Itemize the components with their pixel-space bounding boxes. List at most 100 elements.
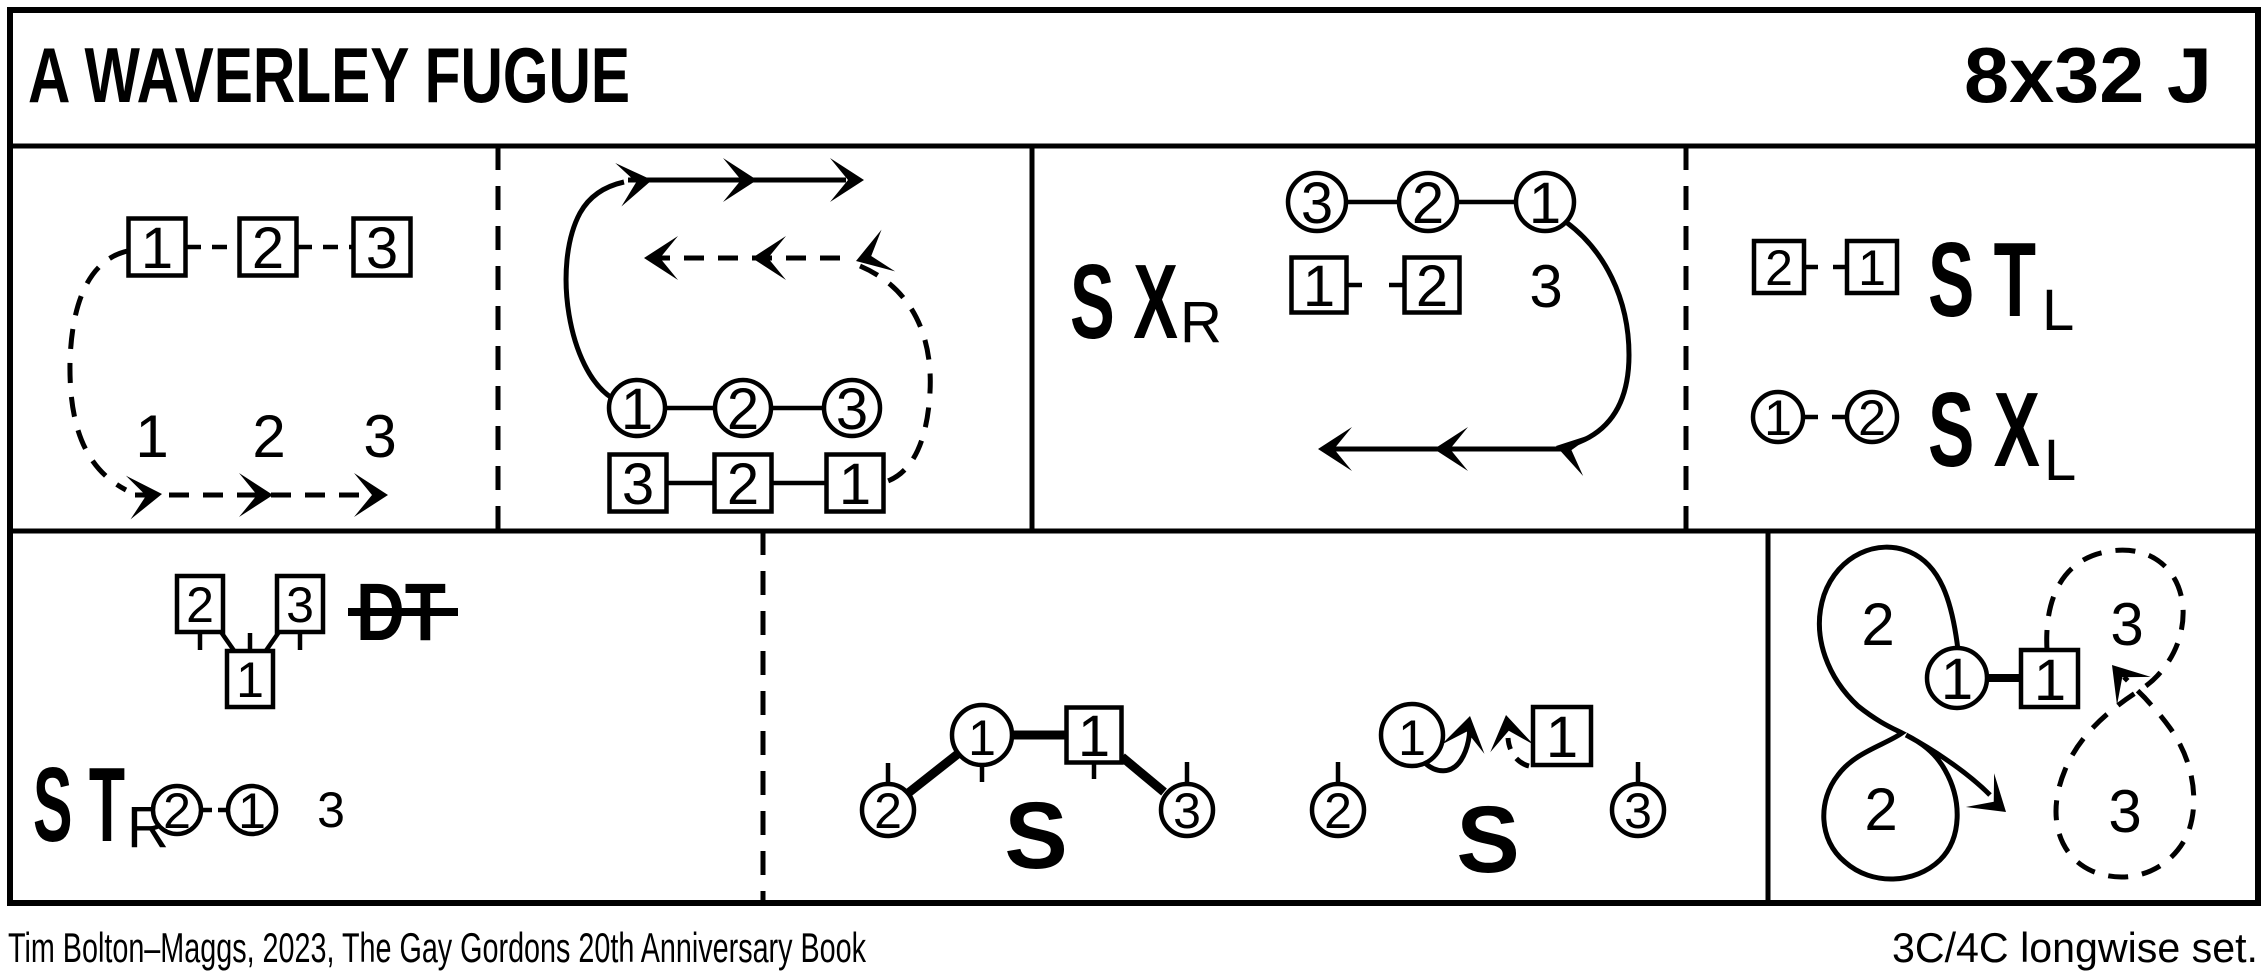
dancer-circle-2 [150, 783, 204, 837]
loop-number: 3 [2108, 778, 2141, 845]
panel-4-turn-cross-left: 2 1 S T L 1 2 S X L [1750, 221, 2076, 493]
square-label: 1 [1303, 254, 1335, 319]
border-frame [7, 7, 2261, 906]
dancer-square-1 [126, 216, 188, 278]
circle-label: 3 [1173, 783, 1201, 839]
dancer-circle-1 [1378, 701, 1446, 769]
circle-label: 2 [1324, 783, 1352, 839]
dancer-square-1 [1530, 704, 1594, 768]
loop-number: 2 [1861, 591, 1894, 658]
dancer-square-2 [1402, 255, 1462, 315]
dancer-square-1 [1844, 238, 1900, 296]
circle-label: 3 [836, 377, 868, 442]
square-label: 1 [839, 452, 871, 517]
square-label: 3 [366, 216, 398, 281]
lead-down-dashed-path [859, 263, 933, 485]
figure-code: S T [1928, 221, 2036, 339]
square-label: 2 [1765, 240, 1793, 296]
circle-label: 2 [727, 377, 759, 442]
panel-6-setting: 2 1 3 1 S 2 1 3 1 S [859, 701, 1667, 893]
dancer-square-3 [274, 573, 326, 635]
join-diagonal [219, 630, 237, 654]
dancer-circle-3 [1158, 781, 1216, 839]
circle-label: 2 [1412, 171, 1444, 236]
dancer-circle-2 [712, 377, 774, 439]
square-label: 1 [2034, 648, 2066, 713]
figure-eight-solid-path [1816, 544, 1992, 882]
figure-code-subscript: R [1180, 290, 1222, 355]
figure-eight-dashed-path [2044, 547, 2197, 880]
circle-label: 1 [968, 710, 996, 766]
circle-label: 3 [1301, 171, 1333, 236]
dancer-square-2 [174, 573, 226, 635]
circle-label: 1 [1941, 647, 1973, 712]
square-label: 2 [252, 216, 284, 281]
dancer-circle-2 [1309, 781, 1367, 839]
arrow-right-icon [354, 473, 388, 517]
figure-code: S X [1928, 371, 2040, 489]
cast-solid-path [1564, 219, 1632, 447]
hold-line [1119, 753, 1167, 796]
dancer-square-3 [607, 452, 669, 514]
panel-1-cast-off: 1 2 3 1 2 3 [67, 216, 413, 520]
circle-label: 1 [621, 377, 653, 442]
square-label: 2 [727, 452, 759, 517]
dancer-square-2 [1751, 238, 1807, 296]
position-number: 3 [363, 403, 396, 470]
figure-code-subscript: L [2042, 278, 2074, 343]
loop-number: 2 [1864, 776, 1897, 843]
figure-code: S X [1070, 243, 1178, 361]
circle-label: 1 [1529, 171, 1561, 236]
cast-off-dashed-path [67, 248, 129, 493]
dance-signature: 8x32 J [1964, 31, 2212, 119]
circle-label: 2 [1858, 390, 1886, 446]
panel-2-lead-up-down: 1 2 3 3 2 1 [563, 158, 933, 517]
panel-3-set-cross-right: S X R 3 2 1 1 2 3 [1070, 170, 1632, 477]
square-label: 2 [1416, 254, 1448, 319]
dancer-square-1 [824, 452, 886, 514]
dancer-circle-1 [225, 783, 279, 837]
dancer-square-1 [224, 648, 276, 710]
page-title: A WAVERLEY FUGUE [28, 31, 630, 119]
dancer-circle-2 [1844, 389, 1900, 445]
figure-code: S [1004, 783, 1067, 889]
square-label: 1 [141, 216, 173, 281]
set-figure-right: 2 1 3 1 S [1309, 701, 1667, 893]
footer: Tim Bolton–Maggs, 2023, The Gay Gordons … [8, 924, 2258, 971]
join-diagonal [263, 630, 281, 654]
position-number: 3 [317, 782, 345, 838]
square-label: 1 [1858, 240, 1886, 296]
square-label: 3 [286, 577, 314, 633]
dancer-circle-3 [1285, 170, 1349, 234]
dancer-circle-2 [1396, 170, 1460, 234]
turn-up-dashed-hook [1505, 737, 1530, 769]
square-label: 1 [236, 652, 264, 708]
dancer-circle-3 [1609, 781, 1667, 839]
position-number: 2 [252, 403, 285, 470]
square-label: 1 [1078, 704, 1110, 769]
dancer-square-3 [351, 216, 413, 278]
dancer-square-2 [237, 216, 299, 278]
dancer-circle-3 [821, 377, 883, 439]
dancer-circle-1 [949, 702, 1015, 768]
circle-label: 1 [1398, 710, 1426, 766]
set-figure-left: 2 1 3 1 S [859, 702, 1216, 889]
dancer-square-1 [1289, 255, 1349, 315]
dancer-circle-2 [859, 781, 917, 839]
panel-7-figure-of-eight: 2 2 3 3 1 1 [1816, 544, 2197, 882]
dancer-circle-1 [1513, 170, 1577, 234]
credit-text: Tim Bolton–Maggs, 2023, The Gay Gordons … [8, 924, 867, 971]
panel-5-turn-right: 2 3 1 DT S T R 2 1 3 [33, 567, 458, 864]
figure-code: S T [33, 746, 125, 864]
circle-label: 2 [874, 783, 902, 839]
dancer-square-2 [712, 452, 774, 514]
dancer-circle-1 [606, 377, 668, 439]
dancer-circle-1 [1750, 389, 1806, 445]
figure-code: S [1456, 787, 1519, 893]
circle-label: 3 [1624, 783, 1652, 839]
dancer-circle-1 [1924, 645, 1990, 711]
figure-code-subscript: L [2044, 428, 2076, 493]
lead-up-solid-path [563, 179, 625, 401]
loop-number: 3 [2110, 591, 2143, 658]
position-number: 1 [135, 403, 168, 470]
